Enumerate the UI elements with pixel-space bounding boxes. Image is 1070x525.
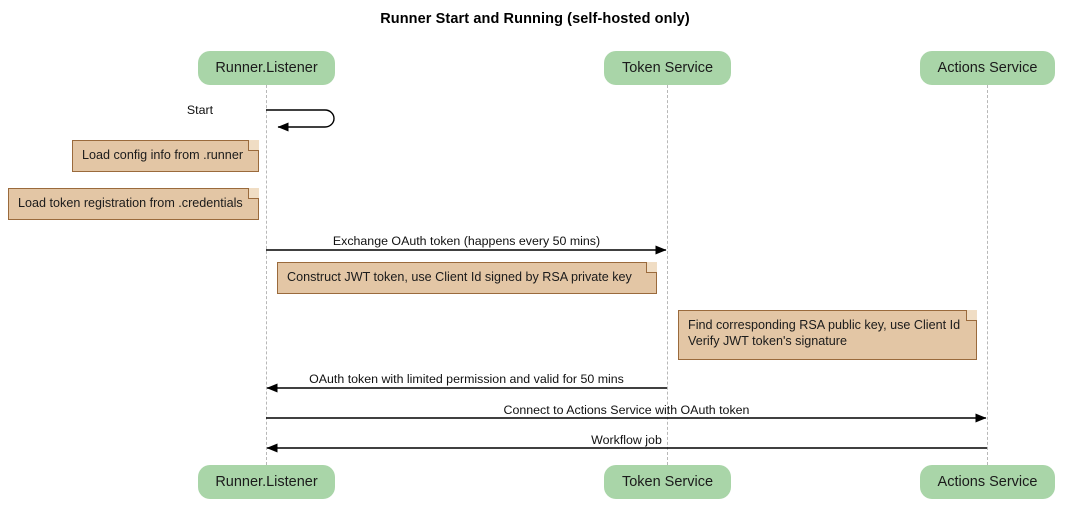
msg-workflow-job-label: Workflow job bbox=[591, 433, 662, 447]
participant-label: Token Service bbox=[621, 474, 714, 490]
participant-runner-top[interactable]: Runner.Listener bbox=[198, 51, 335, 85]
note-text: Construct JWT token, use Client Id signe… bbox=[287, 270, 632, 284]
note-text: Load config info from .runner bbox=[82, 148, 244, 162]
note-load-token: Load token registration from .credential… bbox=[8, 188, 259, 220]
participant-label: Runner.Listener bbox=[215, 474, 318, 490]
msg-start-label: Start bbox=[186, 103, 214, 117]
note-fold-corner-icon bbox=[966, 310, 977, 321]
note-load-config: Load config info from .runner bbox=[72, 140, 259, 172]
msg-start bbox=[266, 109, 335, 132]
participant-actions-top[interactable]: Actions Service bbox=[920, 51, 1055, 85]
participant-token-top[interactable]: Token Service bbox=[604, 51, 731, 85]
note-text: Load token registration from .credential… bbox=[18, 196, 243, 210]
participant-label: Token Service bbox=[621, 60, 714, 76]
msg-connect-actions-label: Connect to Actions Service with OAuth to… bbox=[503, 403, 750, 417]
page-title: Runner Start and Running (self-hosted on… bbox=[380, 11, 690, 27]
lifeline-runner bbox=[266, 85, 267, 465]
participant-actions-bottom[interactable]: Actions Service bbox=[920, 465, 1055, 499]
note-construct-jwt: Construct JWT token, use Client Id signe… bbox=[277, 262, 657, 294]
note-fold-corner-icon bbox=[646, 262, 657, 273]
msg-exchange-oauth-label: Exchange OAuth token (happens every 50 m… bbox=[332, 234, 601, 248]
participant-label: Actions Service bbox=[937, 474, 1038, 490]
participant-label: Actions Service bbox=[937, 60, 1038, 76]
note-fold-corner-icon bbox=[248, 188, 259, 199]
participant-label: Runner.Listener bbox=[215, 60, 318, 76]
participant-runner-bottom[interactable]: Runner.Listener bbox=[198, 465, 335, 499]
note-text: Find corresponding RSA public key, use C… bbox=[688, 318, 961, 348]
lifeline-actions bbox=[987, 85, 988, 465]
lifeline-token bbox=[667, 85, 668, 465]
note-fold-corner-icon bbox=[248, 140, 259, 151]
msg-oauth-return-label: OAuth token with limited permission and … bbox=[309, 372, 624, 386]
participant-token-bottom[interactable]: Token Service bbox=[604, 465, 731, 499]
note-verify-jwt: Find corresponding RSA public key, use C… bbox=[678, 310, 977, 360]
